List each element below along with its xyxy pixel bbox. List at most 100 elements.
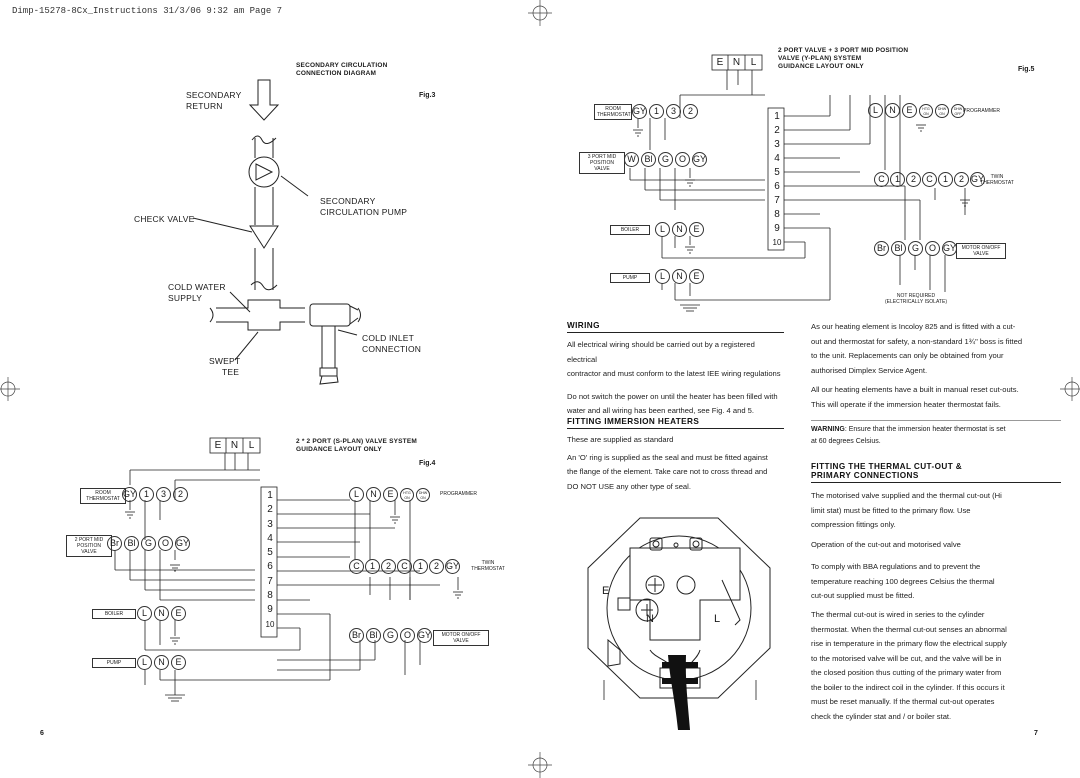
label-cold-water-line2: SUPPLY	[168, 292, 203, 303]
fig4-strip-7: 7	[267, 575, 273, 587]
fig4-twin-thermostat-label: TWIN THERMOSTAT	[471, 560, 505, 572]
fig4-valve-term-o: O	[158, 536, 173, 551]
element-info-paragraph: As our heating element is Incoloy 825 an…	[811, 320, 1061, 378]
label-secondary-return-line2: RETURN	[186, 100, 223, 111]
fig5-room-terminals: GY 1 3 2	[632, 104, 698, 119]
thermal-p4-line6: the boiler to the indirect coil in the c…	[811, 682, 1005, 692]
thermal-p4-line1: The thermal cut-out is wired in series t…	[811, 610, 985, 619]
fig5-room-term-1: 1	[649, 104, 664, 119]
fig5-prog-dhw-off: DHW OFF	[951, 103, 965, 118]
thermal-p1-line1: The motorised valve supplied and the the…	[811, 491, 1002, 500]
fig5-twin-term-c2: C	[922, 172, 937, 187]
fig5-pump-label: PUMP	[610, 273, 650, 283]
fig4-pump-term-l: L	[137, 655, 152, 670]
fig5-prog-term-n: N	[885, 103, 900, 118]
warning-label: WARNING	[811, 426, 845, 433]
label-swept-tee: SWEPT TEE	[209, 356, 240, 377]
fig5-twin-term-2b: 2	[954, 172, 969, 187]
fig4-enl-n: N	[230, 440, 239, 451]
fig5-motor-term-g: G	[908, 241, 923, 256]
fig5-strip-10: 10	[772, 238, 782, 247]
fig4-twin-term-2b: 2	[429, 559, 444, 574]
fig4-enl-l: L	[248, 440, 255, 451]
fig5-motor-valve-label: MOTOR ON/OFF VALVE	[956, 243, 1006, 259]
thermal-heading-line2: PRIMARY CONNECTIONS	[811, 471, 919, 480]
wiring-p1-line1: All electrical wiring should be carried …	[567, 340, 755, 364]
fig4-prog-term-n: N	[366, 487, 381, 502]
fig5-valve-term-g: G	[658, 152, 673, 167]
fig4-title-line2: GUIDANCE LAYOUT ONLY	[296, 446, 382, 453]
thermal-paragraph-2: Operation of the cut-out and motorised v…	[811, 540, 961, 549]
fig4-strip-9: 9	[267, 604, 273, 616]
thermal-p4-line5: the closed position thus cutting of the …	[811, 668, 1002, 677]
immersion-heading: FITTING IMMERSION HEATERS	[567, 417, 784, 429]
fig4-motor-valve-terminals: Br Bl G O GY	[349, 628, 432, 643]
fig4-room-term-gy: GY	[122, 487, 137, 502]
fig5-pump-term-n: N	[672, 269, 687, 284]
fig4-strip-10: 10	[265, 619, 275, 629]
fig5-twin-term-1b: 1	[938, 172, 953, 187]
fig4-programmer-terminals: L N E HTG ON DHW ON	[349, 487, 430, 502]
wiring-heading: WIRING	[567, 321, 784, 333]
fig4-enl-e: E	[214, 440, 222, 451]
fig4-pump-terminals: L N E	[137, 655, 186, 670]
thermal-p1-line2: limit stat) must be fitted to the primar…	[811, 505, 971, 515]
fig5-terminal-strip: 1 2 3 4 5 6 7 8 9 10	[770, 110, 784, 250]
wiring-p1-line2: contractor and must conform to the lates…	[567, 369, 781, 378]
fig5-prog-term-e: E	[902, 103, 917, 118]
immersion-p2-line1: An 'O' ring is supplied as the seal and …	[567, 452, 768, 462]
thermal-p4-line8: check the cylinder stat and / or boiler …	[811, 711, 952, 721]
fig4-prog-term-l: L	[349, 487, 364, 502]
fig5-prog-htg-on: HTG ON	[919, 103, 933, 118]
fig5-strip-2: 2	[774, 125, 780, 136]
fig5-prog-term-l: L	[868, 103, 883, 118]
fig4-boiler-terminals: L N E	[137, 606, 186, 621]
fig4-pump-term-n: N	[154, 655, 169, 670]
fig5-strip-7: 7	[774, 195, 780, 206]
label-cold-inlet: COLD INLET CONNECTION	[362, 333, 421, 354]
fig5-enl-n: N	[732, 57, 741, 68]
fig5-valve-term-o: O	[675, 152, 690, 167]
thermal-p3-line2: temperature reaching 100 degrees Celsius…	[811, 576, 995, 586]
thermal-p4-line4: to the motorised valve will be cut, and …	[811, 653, 1002, 663]
thermal-p1-line3: compression fittings only.	[811, 520, 896, 529]
fig5-title-line1: 2 PORT VALVE + 3 PORT MID POSITION	[778, 47, 909, 54]
fig5-twin-term-1a: 1	[890, 172, 905, 187]
immersion-p2-line3: DO NOT USE any other type of seal.	[567, 481, 691, 491]
page-number-right: 7	[1034, 730, 1038, 737]
fig4-label: Fig.4	[419, 460, 436, 467]
fig4-prog-term-e: E	[383, 487, 398, 502]
immersion-paragraph-2: An 'O' ring is supplied as the seal and …	[567, 451, 784, 495]
element-info-line3: to the unit. Replacements can only be ob…	[811, 351, 1004, 360]
fig4-boiler-term-l: L	[137, 606, 152, 621]
fig4-room-terminals: GY 1 3 2	[122, 487, 188, 502]
label-secondary-return: SECONDARY RETURN	[186, 90, 242, 111]
fig5-not-required-line2: (ELECTRICALLY ISOLATE)	[885, 299, 947, 305]
fig4-pump-term-e: E	[171, 655, 186, 670]
thermal-p3-line1: To comply with BBA regulations and to pr…	[811, 562, 981, 571]
fig5-boiler-term-l: L	[655, 222, 670, 237]
immersion-paragraph-1: These are supplied as standard	[567, 435, 674, 444]
fig4-strip-8: 8	[267, 590, 273, 602]
element-label-l: L	[714, 613, 721, 625]
fig4-enl-block: E N L	[210, 438, 260, 453]
fig4-motor-term-g: G	[383, 628, 398, 643]
fig5-pump-term-e: E	[689, 269, 704, 284]
fig5-boiler-terminals: L N E	[655, 222, 704, 237]
reset-cutout-line1: All our heating elements have a built in…	[811, 385, 1019, 394]
immersion-section: FITTING IMMERSION HEATERS These are supp…	[567, 417, 784, 494]
fig4-motor-valve-label: MOTOR ON/OFF VALVE	[433, 630, 489, 646]
thermal-paragraph-1: The motorised valve supplied and the the…	[811, 489, 1061, 533]
label-swept-line1: SWEPT	[209, 356, 241, 366]
fig5-twin-thermostat-label: TWIN THERMOSTAT	[980, 174, 1014, 186]
label-secondary-pump-line2: CIRCULATION PUMP	[320, 206, 408, 217]
fig5-motor-term-bl: Bl	[891, 241, 906, 256]
fig5-strip-6: 6	[774, 181, 780, 192]
thermal-p4-line2: thermostat. When the thermal cut-out sen…	[811, 624, 1007, 634]
fig4-room-term-1: 1	[139, 487, 154, 502]
fig4-room-term-3: 3	[156, 487, 171, 502]
fig4-twin-term-c1: C	[349, 559, 364, 574]
fig4-strip-4: 4	[267, 532, 273, 544]
